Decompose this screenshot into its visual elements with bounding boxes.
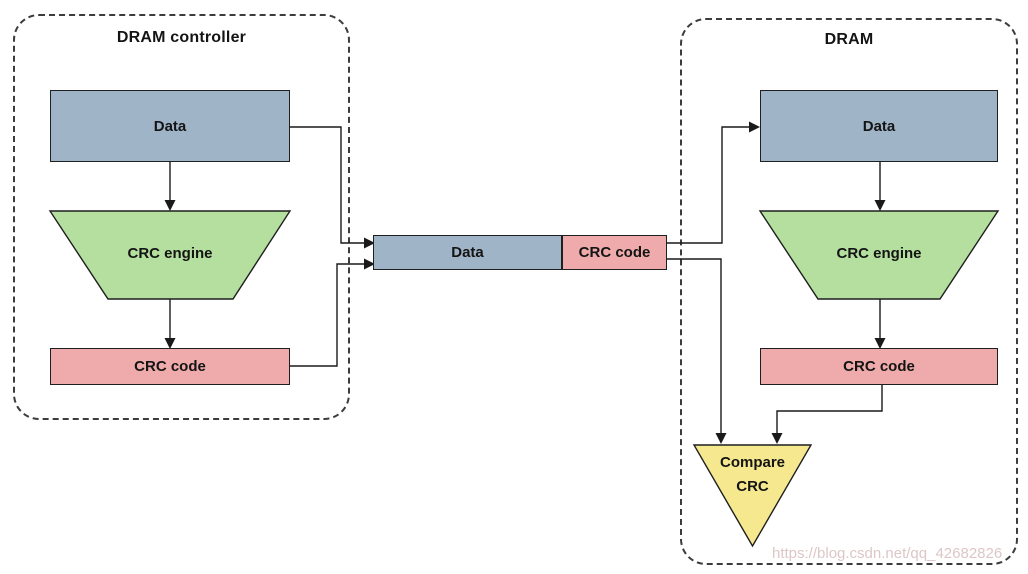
controller-crc-engine-shape: [48, 210, 292, 300]
controller-data-box: Data: [50, 90, 290, 162]
dram-group-box: [680, 18, 1018, 565]
bus-data-label: Data: [451, 244, 484, 261]
dram-data-label: Data: [862, 117, 896, 135]
dram-crc-code-box: CRC code: [760, 348, 998, 385]
bus-crc-code-box: CRC code: [562, 235, 667, 270]
dram-crc-code-label: CRC code: [843, 358, 915, 375]
arrow-controller-code-to-bus: [290, 258, 375, 367]
arrow-dram-code-to-compare: [771, 385, 883, 444]
arrow-dram-engine-to-code: [874, 299, 886, 349]
dram-data-box: Data: [760, 90, 998, 162]
dram-title: DRAM: [824, 31, 874, 48]
arrow-controller-engine-to-code: [164, 299, 176, 349]
controller-crc-code-box: CRC code: [50, 348, 290, 385]
dram-crc-engine-shape: [758, 210, 1000, 300]
dram-controller-group-box: [13, 14, 350, 420]
controller-crc-code-label: CRC code: [134, 358, 206, 375]
arrow-bus-to-compare: [667, 258, 727, 444]
bus-data-box: Data: [373, 235, 562, 270]
arrow-bus-to-dram-data: [667, 121, 760, 244]
dram-controller-title: DRAM controller: [116, 29, 247, 46]
watermark-text: https://blog.csdn.net/qq_42682826: [772, 545, 1003, 562]
arrow-controller-data-to-bus: [290, 126, 375, 249]
compare-crc-shape: [692, 444, 813, 548]
arrow-controller-data-to-engine: [164, 162, 176, 211]
bus-crc-code-label: CRC code: [578, 244, 651, 261]
arrow-dram-data-to-engine: [874, 162, 886, 211]
controller-data-label: Data: [153, 117, 187, 135]
